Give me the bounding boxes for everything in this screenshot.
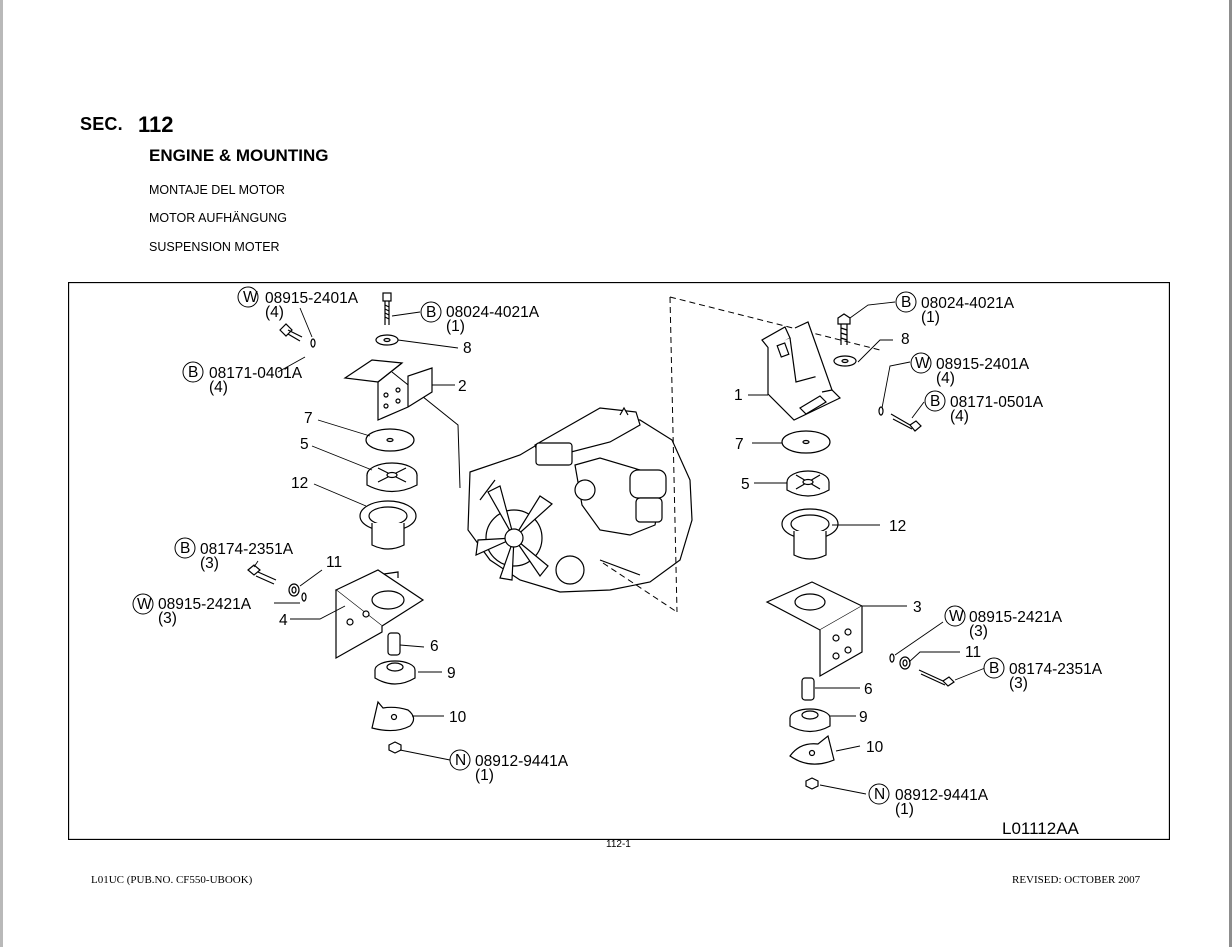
engine-illustration (467, 406, 693, 593)
page-edge-right (1229, 0, 1232, 947)
callout-left-11: 11 (326, 554, 342, 571)
prefix-b-left-side: B (188, 364, 198, 381)
callout-left-7: 7 (304, 410, 313, 427)
part-n-left: 08912-9441A (475, 753, 569, 770)
prefix-w-right-top: W (915, 355, 930, 372)
dashed-guide-lines (602, 296, 881, 613)
part-b-left-top: 08024-4021A (446, 304, 540, 321)
prefix-circles (132, 286, 1005, 805)
qty-b-left-mid: (3) (200, 555, 219, 572)
callout-right-12: 12 (889, 518, 906, 535)
page-edge-left (0, 0, 3, 947)
callout-right-5: 5 (741, 476, 750, 493)
qty-n-left: (1) (475, 767, 494, 784)
prefix-w-left-top: W (243, 289, 258, 306)
prefix-b-right-mid: B (989, 660, 999, 677)
callout-left-6: 6 (430, 638, 439, 655)
prefix-n-right: N (874, 786, 885, 803)
qty-b-left-side: (4) (209, 379, 228, 396)
part-b-right-top: 08024-4021A (921, 295, 1015, 312)
part-w-right-mid: 08915-2421A (969, 609, 1063, 626)
qty-w-right-mid: (3) (969, 623, 988, 640)
callout-right-6: 6 (864, 681, 873, 698)
page-title: ENGINE & MOUNTING (149, 146, 329, 165)
prefix-b-left-mid: B (180, 540, 190, 557)
callout-left-5: 5 (300, 436, 309, 453)
callout-right-8: 8 (901, 331, 910, 348)
qty-b-right-mid: (3) (1009, 675, 1028, 692)
title-spanish: MONTAJE DEL MOTOR (149, 183, 285, 197)
publication-number: L01UC (PUB.NO. CF550-UBOOK) (91, 874, 253, 886)
section-number: 112 (138, 112, 174, 137)
callout-right-7: 7 (735, 436, 744, 453)
callout-right-3: 3 (913, 599, 922, 616)
callout-right-10: 10 (866, 739, 884, 756)
page-number: 112-1 (606, 839, 631, 850)
part-b-left-mid: 08174-2351A (200, 541, 294, 558)
callout-right-1: 1 (734, 387, 743, 404)
callout-left-8: 8 (463, 340, 472, 357)
section-label: SEC. (80, 114, 123, 134)
callout-left-10: 10 (449, 709, 467, 726)
callout-right-11: 11 (965, 644, 981, 661)
title-german: MOTOR AUFHÄNGUNG (149, 211, 287, 225)
part-n-right: 08912-9441A (895, 787, 989, 804)
callout-right-9: 9 (859, 709, 868, 726)
callout-left-9: 9 (447, 665, 456, 682)
part-w-left-top: 08915-2401A (265, 290, 359, 307)
parts-diagram: W 08915-2401A (4) B 08024-4021A (1) B 08… (68, 282, 1170, 840)
callout-left-2: 2 (458, 378, 467, 395)
qty-n-right: (1) (895, 801, 914, 818)
diagram-svg: W 08915-2401A (4) B 08024-4021A (1) B 08… (68, 282, 1170, 840)
prefix-n-left: N (455, 752, 466, 769)
title-french: SUSPENSION MOTER (149, 240, 280, 254)
right-mount-parts (761, 313, 955, 790)
part-b-right-mid: 08174-2351A (1009, 661, 1103, 678)
diagram-code: L01112AA (1002, 819, 1080, 838)
callout-left-12: 12 (291, 475, 308, 492)
diagram-border (68, 282, 1170, 840)
qty-w-left-top: (4) (265, 304, 284, 321)
callout-left-4: 4 (279, 612, 288, 629)
part-w-right-top: 08915-2401A (936, 356, 1030, 373)
qty-w-right-top: (4) (936, 370, 955, 387)
prefix-w-left-mid: W (137, 596, 152, 613)
qty-b-right-top: (1) (921, 309, 940, 326)
callout-leader-lines (253, 301, 986, 795)
qty-b-right-side: (4) (950, 408, 969, 425)
prefix-b-left-top: B (426, 304, 436, 321)
part-b-right-side: 08171-0501A (950, 394, 1044, 411)
prefix-w-right-mid: W (949, 608, 964, 625)
part-w-left-mid: 08915-2421A (158, 596, 252, 613)
left-mount-parts (247, 292, 433, 754)
part-b-left-side: 08171-0401A (209, 365, 303, 382)
qty-w-left-mid: (3) (158, 610, 177, 627)
prefix-b-right-top: B (901, 294, 911, 311)
revision-date: REVISED: OCTOBER 2007 (1012, 874, 1141, 886)
prefix-b-right-side: B (930, 393, 940, 410)
qty-b-left-top: (1) (446, 318, 465, 335)
